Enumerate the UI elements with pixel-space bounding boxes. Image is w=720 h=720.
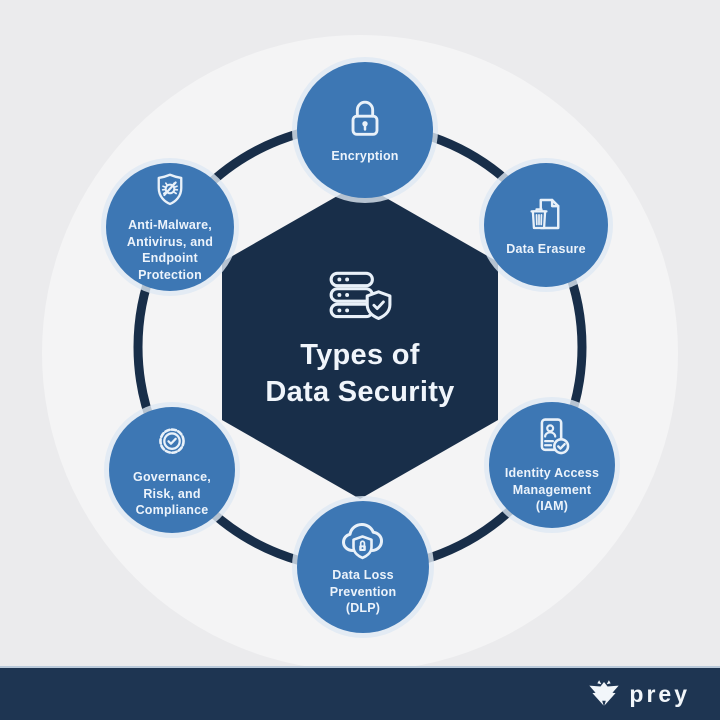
- node-label: Anti-Malware, Antivirus, and Endpoint Pr…: [126, 218, 214, 282]
- node-encryption: Encryption: [297, 62, 433, 198]
- id-card-check-icon: [530, 415, 574, 459]
- node-data-erasure: Data Erasure: [484, 163, 608, 287]
- prey-bird-logo: [588, 679, 620, 710]
- center-content: Types of Data Security: [222, 183, 498, 499]
- node-label: Identity Access Management (IAM): [504, 466, 600, 514]
- node-governance-risk-compliance: Governance, Risk, and Compliance: [109, 407, 235, 533]
- ribbon-check-icon: [151, 421, 193, 463]
- padlock-icon: [342, 96, 388, 142]
- node-anti-malware: Anti-Malware, Antivirus, and Endpoint Pr…: [106, 163, 234, 291]
- brand-wordmark: prey: [629, 680, 690, 707]
- page-title: Types of Data Security: [265, 337, 454, 411]
- title-line-1: Types of: [300, 339, 420, 371]
- database-shield-icon: [327, 271, 393, 323]
- title-line-2: Data Security: [265, 376, 455, 408]
- cloud-lock-shield-icon: [337, 517, 389, 561]
- node-label: Data Erasure: [506, 241, 586, 256]
- node-label: Data Loss Prevention (DLP): [329, 568, 397, 616]
- node-label: Encryption: [331, 148, 399, 163]
- footer-bar: prey: [0, 666, 720, 720]
- file-trash-icon: [525, 193, 567, 235]
- node-identity-access-management: Identity Access Management (IAM): [489, 402, 615, 528]
- shield-bug-icon: [150, 171, 190, 211]
- node-data-loss-prevention: Data Loss Prevention (DLP): [297, 501, 429, 633]
- node-label: Governance, Risk, and Compliance: [133, 470, 211, 518]
